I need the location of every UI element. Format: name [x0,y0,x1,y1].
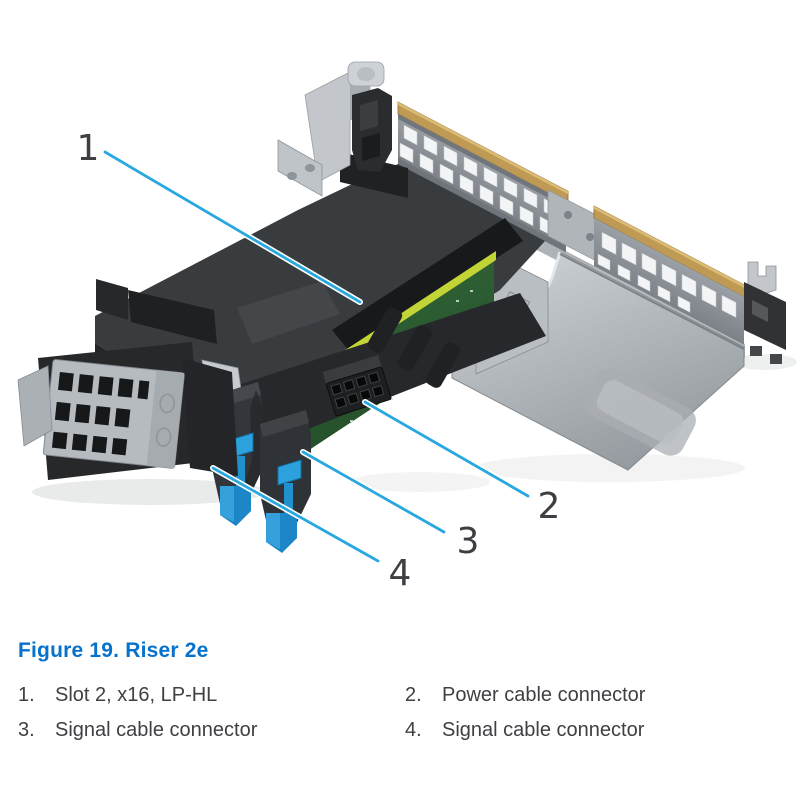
blue-pull-tabs [220,486,297,553]
legend-item-4-label: Signal cable connector [442,719,645,741]
legend-item-4: 4. Signal cable connector [405,719,788,741]
legend-item-2-label: Power cable connector [442,684,646,706]
legend-item-1-label: Slot 2, x16, LP-HL [55,684,218,706]
callout-2: 2 [362,399,561,527]
legend-item-3: 3. Signal cable connector [18,719,405,741]
callout-3: 3 [300,449,480,562]
legend-item-4-number: 4. [405,719,422,741]
rear-wall-segment-a [397,101,569,253]
callout-4: 4 [210,465,412,594]
left-io-plate [17,342,238,480]
right-end-bracket [744,261,786,364]
riser-illustration: 1 2 3 4 [17,61,797,594]
callout-4-label: 4 [389,553,412,594]
power-cable-connector [322,355,392,417]
callout-1: 1 [77,128,363,305]
legend-item-3-number: 3. [18,719,35,741]
legend-item-3-label: Signal cable connector [55,719,258,741]
callout-1-label: 1 [77,128,100,169]
tray-floor [451,251,745,471]
figure-caption: Figure 19. Riser 2e [18,639,209,662]
callout-2-label: 2 [538,486,561,527]
callout-3-label: 3 [457,521,480,562]
ribbon-hooks [367,307,461,388]
figure-legend: 1. Slot 2, x16, LP-HL 2. Power cable con… [18,684,788,741]
legend-item-1-number: 1. [18,684,35,706]
top-latch-bracket [277,61,408,198]
legend-item-1: 1. Slot 2, x16, LP-HL [18,684,405,706]
drop-shadows [32,354,797,505]
legend-item-2-number: 2. [405,684,422,706]
legend-item-2: 2. Power cable connector [405,684,788,706]
